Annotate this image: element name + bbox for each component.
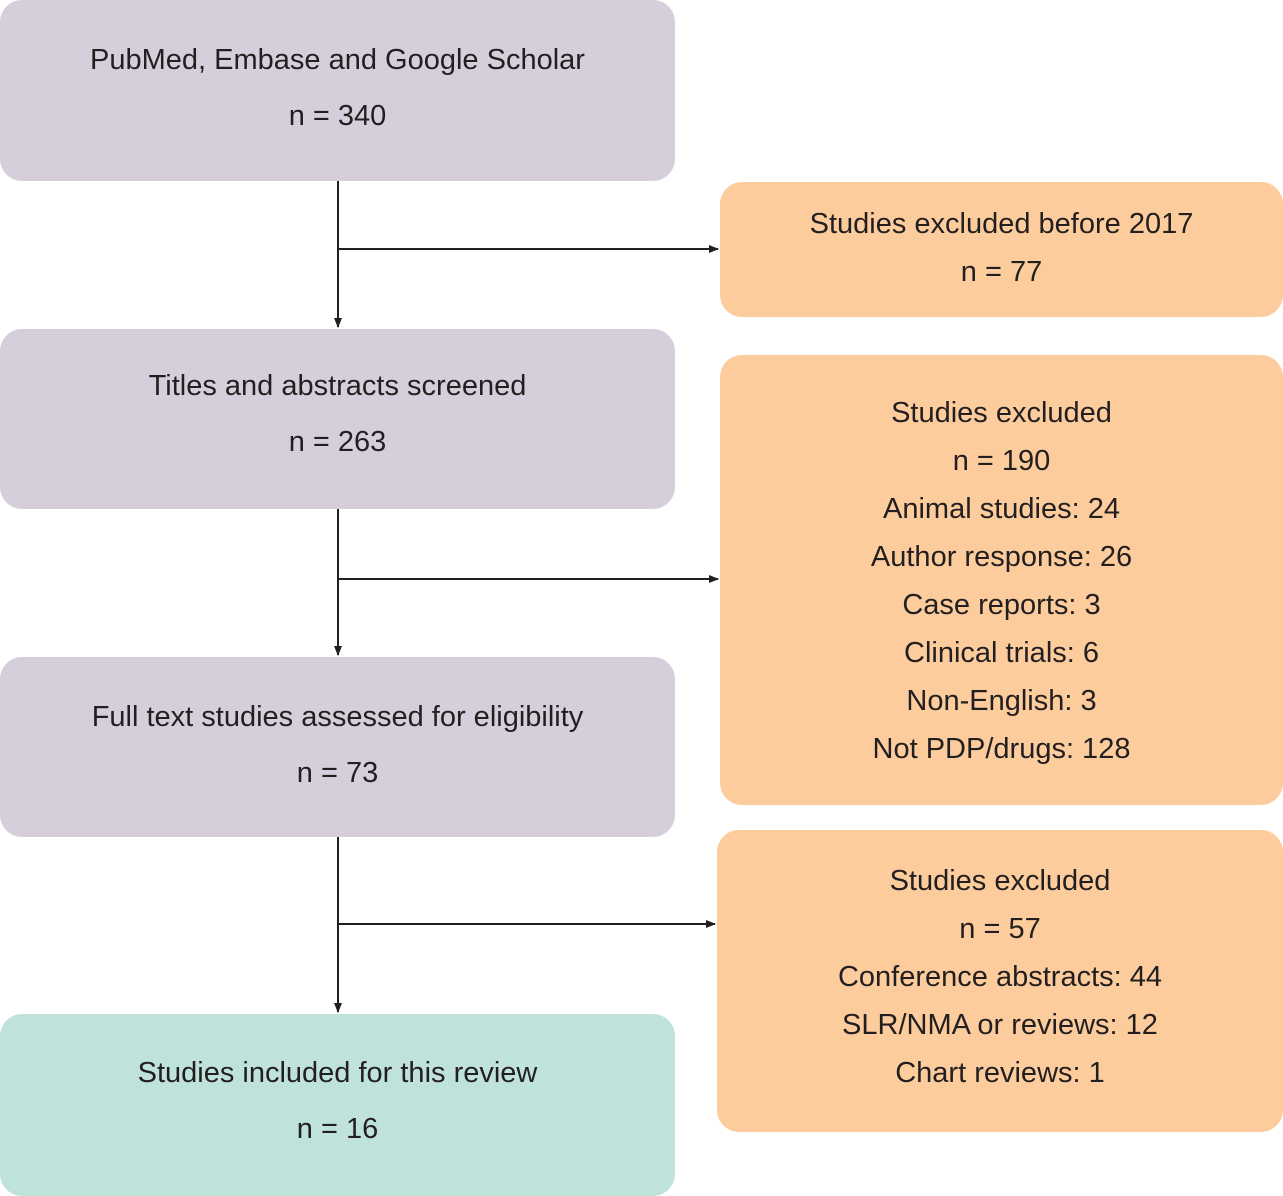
fulltext-box: Full text studies assessed for eligibili…: [0, 657, 675, 837]
excluded-before-2017-box: Studies excluded before 2017 n = 77: [720, 182, 1283, 317]
fulltext-count: n = 73: [296, 757, 379, 789]
included-title: Studies included for this review: [137, 1057, 538, 1089]
exclusion-reason: Not PDP/drugs: 128: [872, 733, 1131, 765]
exclusion-reason: Clinical trials: 6: [904, 637, 1099, 669]
excluded-before-2017-title: Studies excluded before 2017: [809, 207, 1194, 240]
screened-box: Titles and abstracts screened n = 263: [0, 329, 675, 509]
fulltext-exclusions-count: n = 57: [959, 913, 1041, 945]
search-sources-count: n = 340: [288, 99, 387, 132]
exclusion-reason: Non-English: 3: [906, 685, 1097, 717]
included-count: n = 16: [296, 1113, 379, 1145]
excluded-before-2017-count: n = 77: [960, 255, 1043, 288]
screening-exclusions-box: Studies excluded n = 190 Animal studies:…: [720, 355, 1283, 805]
exclusion-reason: Chart reviews: 1: [895, 1057, 1105, 1089]
screened-title: Titles and abstracts screened: [148, 370, 527, 402]
exclusion-reason: Animal studies: 24: [883, 493, 1120, 525]
exclusion-reason: SLR/NMA or reviews: 12: [842, 1009, 1158, 1041]
included-box: Studies included for this review n = 16: [0, 1014, 675, 1196]
search-sources-box: PubMed, Embase and Google Scholar n = 34…: [0, 0, 675, 181]
screening-exclusions-count: n = 190: [952, 445, 1051, 477]
exclusion-reason: Author response: 26: [870, 541, 1133, 573]
exclusion-reason: Conference abstracts: 44: [837, 961, 1162, 993]
screening-exclusions-title: Studies excluded: [891, 397, 1112, 429]
fulltext-exclusions-box: Studies excluded n = 57 Conference abstr…: [717, 830, 1283, 1132]
exclusion-reason: Case reports: 3: [902, 589, 1101, 621]
search-sources-title: PubMed, Embase and Google Scholar: [90, 43, 585, 76]
screened-count: n = 263: [288, 426, 387, 458]
fulltext-exclusions-title: Studies excluded: [889, 865, 1111, 897]
fulltext-title: Full text studies assessed for eligibili…: [91, 701, 584, 733]
